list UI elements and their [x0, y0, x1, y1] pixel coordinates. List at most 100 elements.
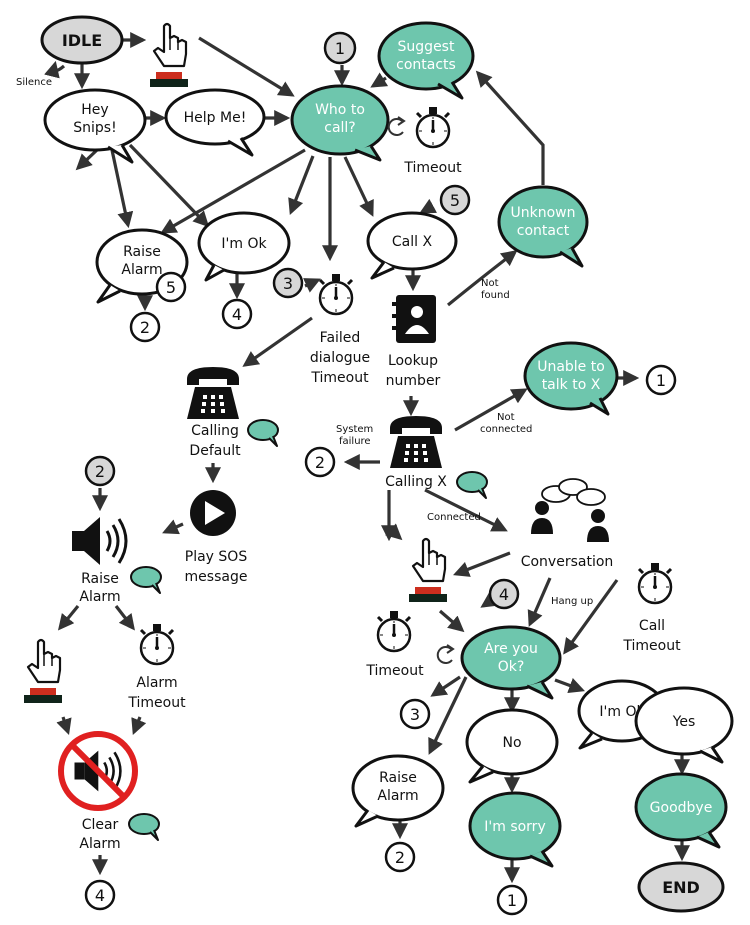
no-bubble: No — [465, 708, 559, 784]
svg-text:Raise: Raise — [81, 571, 119, 587]
raise-alarm-label: Raise Alarm — [79, 571, 120, 605]
svg-text:4: 4 — [499, 585, 509, 604]
edge-label-not-found: Not — [481, 278, 499, 289]
edge-label-hang-up: Hang up — [551, 596, 593, 607]
are-you-ok-bubble: Are you Ok? — [460, 625, 562, 700]
failed-dialogue-timeout-label: Failed dialogue Timeout — [310, 330, 370, 386]
svg-text:Calling: Calling — [191, 423, 239, 439]
suggest-contacts-bubble: Suggest contacts — [377, 21, 475, 100]
push-button-icon — [148, 22, 190, 89]
svg-text:Clear: Clear — [82, 817, 119, 833]
yes-bubble: Yes — [634, 686, 734, 764]
stopwatch-icon — [637, 561, 673, 605]
svg-text:1: 1 — [656, 371, 666, 390]
svg-text:Unable to: Unable to — [537, 359, 605, 375]
svg-text:number: number — [386, 373, 441, 389]
stopwatch-icon — [318, 272, 354, 316]
svg-text:contacts: contacts — [396, 57, 456, 73]
clear-alarm-label: Clear Alarm — [79, 817, 120, 852]
stopwatch-icon — [376, 609, 412, 653]
unable-to-talk-bubble: Unable to talk to X — [523, 341, 619, 416]
who-to-call-bubble: Who to call? — [290, 84, 390, 162]
call-x-bubble: Call X — [366, 211, 458, 280]
svg-text:Lookup: Lookup — [388, 353, 438, 369]
svg-text:Ok?: Ok? — [498, 659, 525, 675]
edge-label-not-connected: Not — [497, 412, 515, 423]
svg-text:No: No — [502, 735, 521, 751]
svg-text:4: 4 — [95, 886, 105, 905]
step-marker: 3 — [272, 267, 304, 299]
svg-text:contact: contact — [517, 223, 570, 239]
speaker-icon — [70, 515, 128, 567]
svg-text:Default: Default — [189, 443, 241, 459]
svg-text:Call X: Call X — [392, 234, 433, 250]
svg-text:Raise: Raise — [123, 244, 161, 260]
hey-snips-bubble: Hey Snips! — [43, 88, 147, 164]
speech-bubble-icon — [456, 471, 488, 499]
timeout-label: Timeout — [365, 663, 424, 679]
svg-text:I'm sorry: I'm sorry — [484, 819, 545, 835]
svg-text:Failed: Failed — [320, 330, 361, 346]
step-marker: 4 — [221, 298, 253, 330]
svg-text:Play SOS: Play SOS — [185, 549, 248, 565]
svg-text:Call: Call — [639, 618, 665, 634]
step-marker: 2 — [384, 841, 416, 873]
svg-text:Goodbye: Goodbye — [650, 800, 713, 816]
svg-text:Hey: Hey — [81, 102, 108, 118]
svg-text:Timeout: Timeout — [310, 370, 369, 386]
edge-label-not-connected: connected — [480, 424, 532, 435]
step-marker: 1 — [645, 364, 677, 396]
im-sorry-bubble: I'm sorry — [468, 791, 562, 868]
svg-text:Raise: Raise — [379, 770, 417, 786]
svg-text:3: 3 — [283, 274, 293, 293]
edge-label-system-failure: failure — [339, 436, 371, 447]
step-marker: 2 — [129, 311, 161, 343]
svg-text:talk to X: talk to X — [542, 377, 601, 393]
svg-text:Alarm: Alarm — [79, 836, 120, 852]
retry-arrow-icon — [436, 644, 454, 665]
timeout-label: Timeout — [403, 160, 462, 176]
svg-text:Help Me!: Help Me! — [184, 110, 247, 126]
edges — [44, 32, 690, 884]
svg-text:Unknown: Unknown — [511, 205, 576, 221]
edge-label-not-found: found — [481, 290, 510, 301]
svg-text:IDLE: IDLE — [62, 31, 102, 50]
stopwatch-icon — [415, 105, 451, 149]
address-book-icon — [392, 295, 436, 343]
svg-text:2: 2 — [140, 318, 150, 337]
svg-text:message: message — [185, 569, 248, 585]
svg-text:Suggest: Suggest — [398, 39, 455, 55]
svg-text:Who to: Who to — [315, 102, 365, 118]
calling-default-label: Calling Default — [189, 423, 241, 459]
svg-text:Snips!: Snips! — [73, 120, 116, 136]
svg-text:Timeout: Timeout — [127, 695, 186, 711]
people-talking-icon — [531, 478, 609, 542]
speech-bubble-icon — [130, 566, 162, 594]
goodbye-bubble: Goodbye — [634, 772, 728, 849]
svg-text:END: END — [662, 878, 700, 897]
svg-text:Alarm: Alarm — [377, 788, 418, 804]
svg-text:2: 2 — [395, 848, 405, 867]
svg-text:1: 1 — [507, 891, 517, 910]
play-icon — [190, 490, 236, 536]
svg-text:Alarm: Alarm — [121, 262, 162, 278]
speech-bubble-icon — [247, 419, 279, 447]
svg-text:Yes: Yes — [672, 714, 696, 730]
unknown-contact-bubble: Unknown contact — [497, 185, 589, 268]
end-state: END — [637, 861, 725, 913]
play-sos-label: Play SOS message — [185, 549, 248, 585]
call-timeout-label: Call Timeout — [622, 618, 681, 654]
edge-label-system-failure: System — [336, 424, 373, 435]
push-button-icon — [407, 537, 449, 604]
svg-text:4: 4 — [232, 305, 242, 324]
stopwatch-icon — [139, 622, 175, 666]
step-marker: 4 — [488, 578, 520, 610]
edge-label-connected: Connected — [427, 512, 481, 523]
telephone-icon — [187, 367, 239, 419]
raise-alarm-bubble: Raise Alarm — [95, 228, 189, 304]
speech-bubble-icon — [128, 813, 160, 841]
svg-text:Alarm: Alarm — [136, 675, 177, 691]
im-ok-bubble: I'm Ok — [197, 211, 291, 282]
step-marker: 5 — [155, 271, 187, 303]
